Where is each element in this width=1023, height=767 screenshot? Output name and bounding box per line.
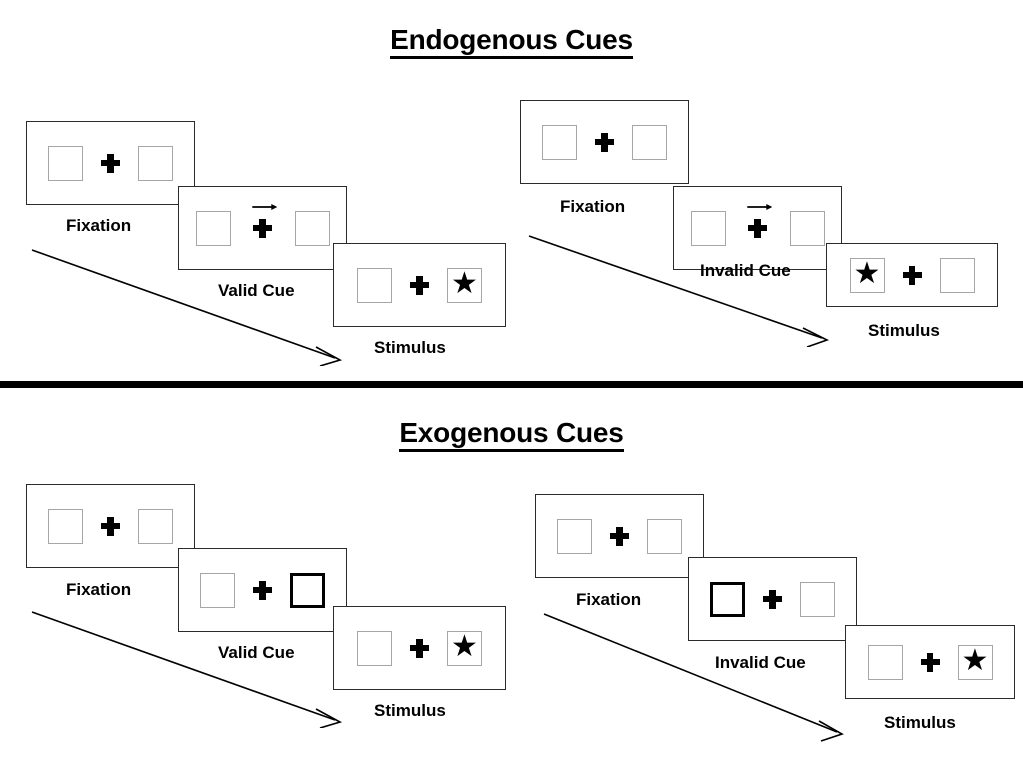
panel-endogenous-invalid-cue[interactable] — [673, 186, 842, 270]
right-box — [800, 581, 835, 617]
label-endogenous-invalid-fixation: Fixation — [560, 197, 626, 216]
label-endogenous-valid-stimulus: Stimulus — [374, 338, 446, 357]
panel-endogenous-valid-cue[interactable] — [178, 186, 347, 270]
fixation-cross-icon — [253, 580, 272, 600]
rightward-cue-arrow-icon — [251, 203, 277, 210]
fixation-cross-icon — [595, 132, 614, 152]
panel-endogenous-invalid-stimulus[interactable]: ★ — [826, 243, 998, 307]
panel-endogenous-valid-fixation[interactable] — [26, 121, 195, 205]
section-title-exogenous: Exogenous Cues — [0, 417, 1023, 452]
right-box — [789, 210, 825, 246]
left-box — [867, 644, 903, 680]
fixation-cross-icon — [101, 516, 120, 536]
label-endogenous-valid-cue: Valid Cue — [218, 281, 295, 300]
label-endogenous-valid-fixation: Fixation — [66, 216, 132, 235]
label-exogenous-invalid-cue: Invalid Cue — [715, 653, 806, 672]
right-box — [138, 508, 173, 544]
right-box — [138, 145, 173, 181]
fixation-cross-icon — [763, 589, 782, 609]
left-box — [48, 145, 83, 181]
fixation-cross-icon — [253, 218, 272, 238]
star-target-icon: ★ — [451, 267, 478, 300]
panel-exogenous-invalid-fixation[interactable] — [535, 494, 704, 578]
right-box-target: ★ — [447, 630, 482, 666]
star-target-icon: ★ — [961, 644, 989, 677]
panel-endogenous-valid-stimulus[interactable]: ★ — [333, 243, 506, 327]
fixation-cross-icon — [902, 265, 922, 285]
star-target-icon: ★ — [451, 630, 478, 663]
left-box — [690, 210, 726, 246]
left-box-cued — [710, 581, 745, 617]
fixation-cross-icon — [920, 652, 940, 672]
left-box — [200, 572, 235, 608]
fixation-cross-icon — [610, 526, 629, 546]
left-box — [557, 518, 592, 554]
fixation-cross-icon — [410, 638, 429, 658]
left-box — [357, 267, 392, 303]
label-endogenous-invalid-cue: Invalid Cue — [700, 261, 791, 280]
panel-exogenous-invalid-cue[interactable] — [688, 557, 857, 641]
right-box-target: ★ — [957, 644, 993, 680]
left-box-target: ★ — [849, 257, 885, 293]
left-box — [48, 508, 83, 544]
right-box — [632, 124, 667, 160]
panel-exogenous-invalid-stimulus[interactable]: ★ — [845, 625, 1015, 699]
panel-endogenous-invalid-fixation[interactable] — [520, 100, 689, 184]
right-box-cued — [290, 572, 325, 608]
right-box-target: ★ — [447, 267, 482, 303]
panel-exogenous-valid-cue[interactable] — [178, 548, 347, 632]
left-box — [542, 124, 577, 160]
left-box — [195, 210, 231, 246]
panel-exogenous-valid-stimulus[interactable]: ★ — [333, 606, 506, 690]
right-box — [939, 257, 975, 293]
panel-exogenous-valid-fixation[interactable] — [26, 484, 195, 568]
right-box — [294, 210, 330, 246]
section-title-endogenous-text: Endogenous Cues — [390, 24, 633, 59]
label-exogenous-invalid-fixation: Fixation — [576, 590, 642, 609]
label-exogenous-valid-cue: Valid Cue — [218, 643, 295, 662]
section-title-exogenous-text: Exogenous Cues — [399, 417, 624, 452]
label-exogenous-valid-stimulus: Stimulus — [374, 701, 446, 720]
left-box — [357, 630, 392, 666]
label-exogenous-valid-fixation: Fixation — [66, 580, 132, 599]
right-box — [647, 518, 682, 554]
section-divider — [0, 381, 1023, 388]
rightward-cue-arrow-icon — [746, 203, 772, 210]
label-exogenous-invalid-stimulus: Stimulus — [884, 713, 956, 732]
fixation-cross-icon — [748, 218, 767, 238]
fixation-cross-icon — [410, 275, 429, 295]
fixation-cross-icon — [101, 153, 120, 173]
star-target-icon: ★ — [853, 257, 881, 290]
section-title-endogenous: Endogenous Cues — [0, 24, 1023, 59]
label-endogenous-invalid-stimulus: Stimulus — [868, 321, 940, 340]
